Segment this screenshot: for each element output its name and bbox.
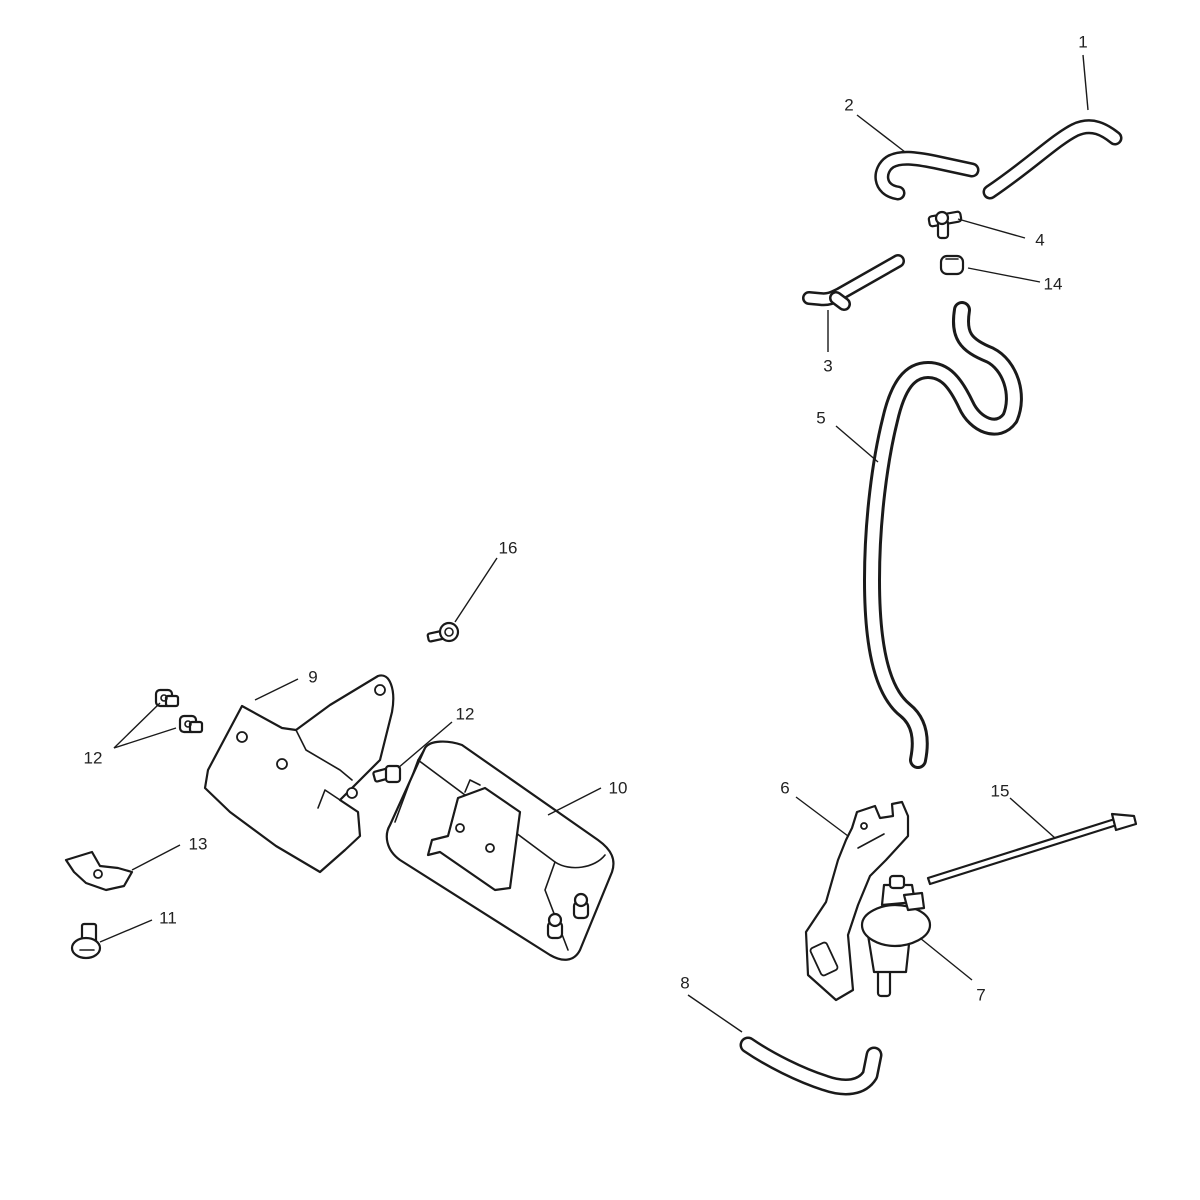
part-10-canister[interactable] bbox=[385, 740, 615, 961]
callout-6: 6 bbox=[780, 778, 789, 797]
part-14-clip[interactable] bbox=[939, 254, 965, 276]
part-2-hose[interactable] bbox=[874, 150, 980, 201]
leader-9 bbox=[254, 678, 299, 701]
callout-1: 1 bbox=[1078, 32, 1087, 51]
callout-5: 5 bbox=[816, 408, 825, 427]
callout-14: 14 bbox=[1044, 274, 1063, 293]
part-3-hose[interactable] bbox=[802, 254, 905, 311]
leader-16 bbox=[454, 557, 498, 623]
part-4-t-connector[interactable] bbox=[927, 210, 963, 240]
leader-10 bbox=[547, 787, 602, 816]
callout-12-left: 12 bbox=[84, 748, 103, 767]
leader-14 bbox=[967, 267, 1041, 283]
leader-1 bbox=[1082, 54, 1089, 111]
leader-5 bbox=[835, 425, 879, 463]
part-5-hose[interactable] bbox=[863, 301, 1023, 769]
callout-10: 10 bbox=[609, 778, 628, 797]
part-11-bolt[interactable] bbox=[70, 922, 102, 960]
part-12-nut[interactable] bbox=[178, 714, 204, 734]
callout-16: 16 bbox=[499, 538, 518, 557]
part-13-clip[interactable] bbox=[64, 850, 134, 892]
leader-12-mid bbox=[397, 721, 453, 769]
part-6-bracket[interactable] bbox=[804, 800, 910, 1002]
callout-13: 13 bbox=[189, 834, 208, 853]
leader-lines bbox=[99, 54, 1089, 1033]
leader-8 bbox=[687, 994, 743, 1033]
part-16-bolt[interactable] bbox=[426, 621, 460, 643]
leader-15 bbox=[1009, 797, 1056, 839]
part-9-bracket[interactable] bbox=[203, 674, 395, 874]
leader-6 bbox=[795, 796, 849, 837]
leader-2 bbox=[856, 114, 906, 153]
callout-7: 7 bbox=[976, 985, 985, 1004]
leader-7 bbox=[919, 937, 973, 981]
part-12-nut[interactable] bbox=[154, 688, 180, 708]
part-15-cable-tie[interactable] bbox=[926, 812, 1138, 886]
callout-labels: 1 2 3 4 5 6 7 8 9 10 11 12 12 13 14 15 1… bbox=[84, 32, 1088, 1004]
callout-12-middle: 12 bbox=[456, 704, 475, 723]
callout-8: 8 bbox=[680, 973, 689, 992]
callout-15: 15 bbox=[991, 781, 1010, 800]
part-8-hose[interactable] bbox=[739, 1036, 883, 1096]
part-1-hose[interactable] bbox=[982, 119, 1123, 200]
leader-12-left-a bbox=[113, 702, 161, 749]
callout-3: 3 bbox=[823, 356, 832, 375]
leader-13 bbox=[131, 844, 181, 871]
leader-11 bbox=[99, 919, 153, 943]
callout-2: 2 bbox=[844, 95, 853, 114]
callout-11: 11 bbox=[159, 908, 177, 927]
leader-4 bbox=[957, 218, 1026, 239]
leader-12-left-b bbox=[113, 727, 177, 749]
part-12-bolt[interactable] bbox=[372, 764, 402, 784]
callout-9: 9 bbox=[308, 667, 317, 686]
part-7-valve[interactable] bbox=[860, 874, 932, 998]
callout-4: 4 bbox=[1035, 230, 1044, 249]
